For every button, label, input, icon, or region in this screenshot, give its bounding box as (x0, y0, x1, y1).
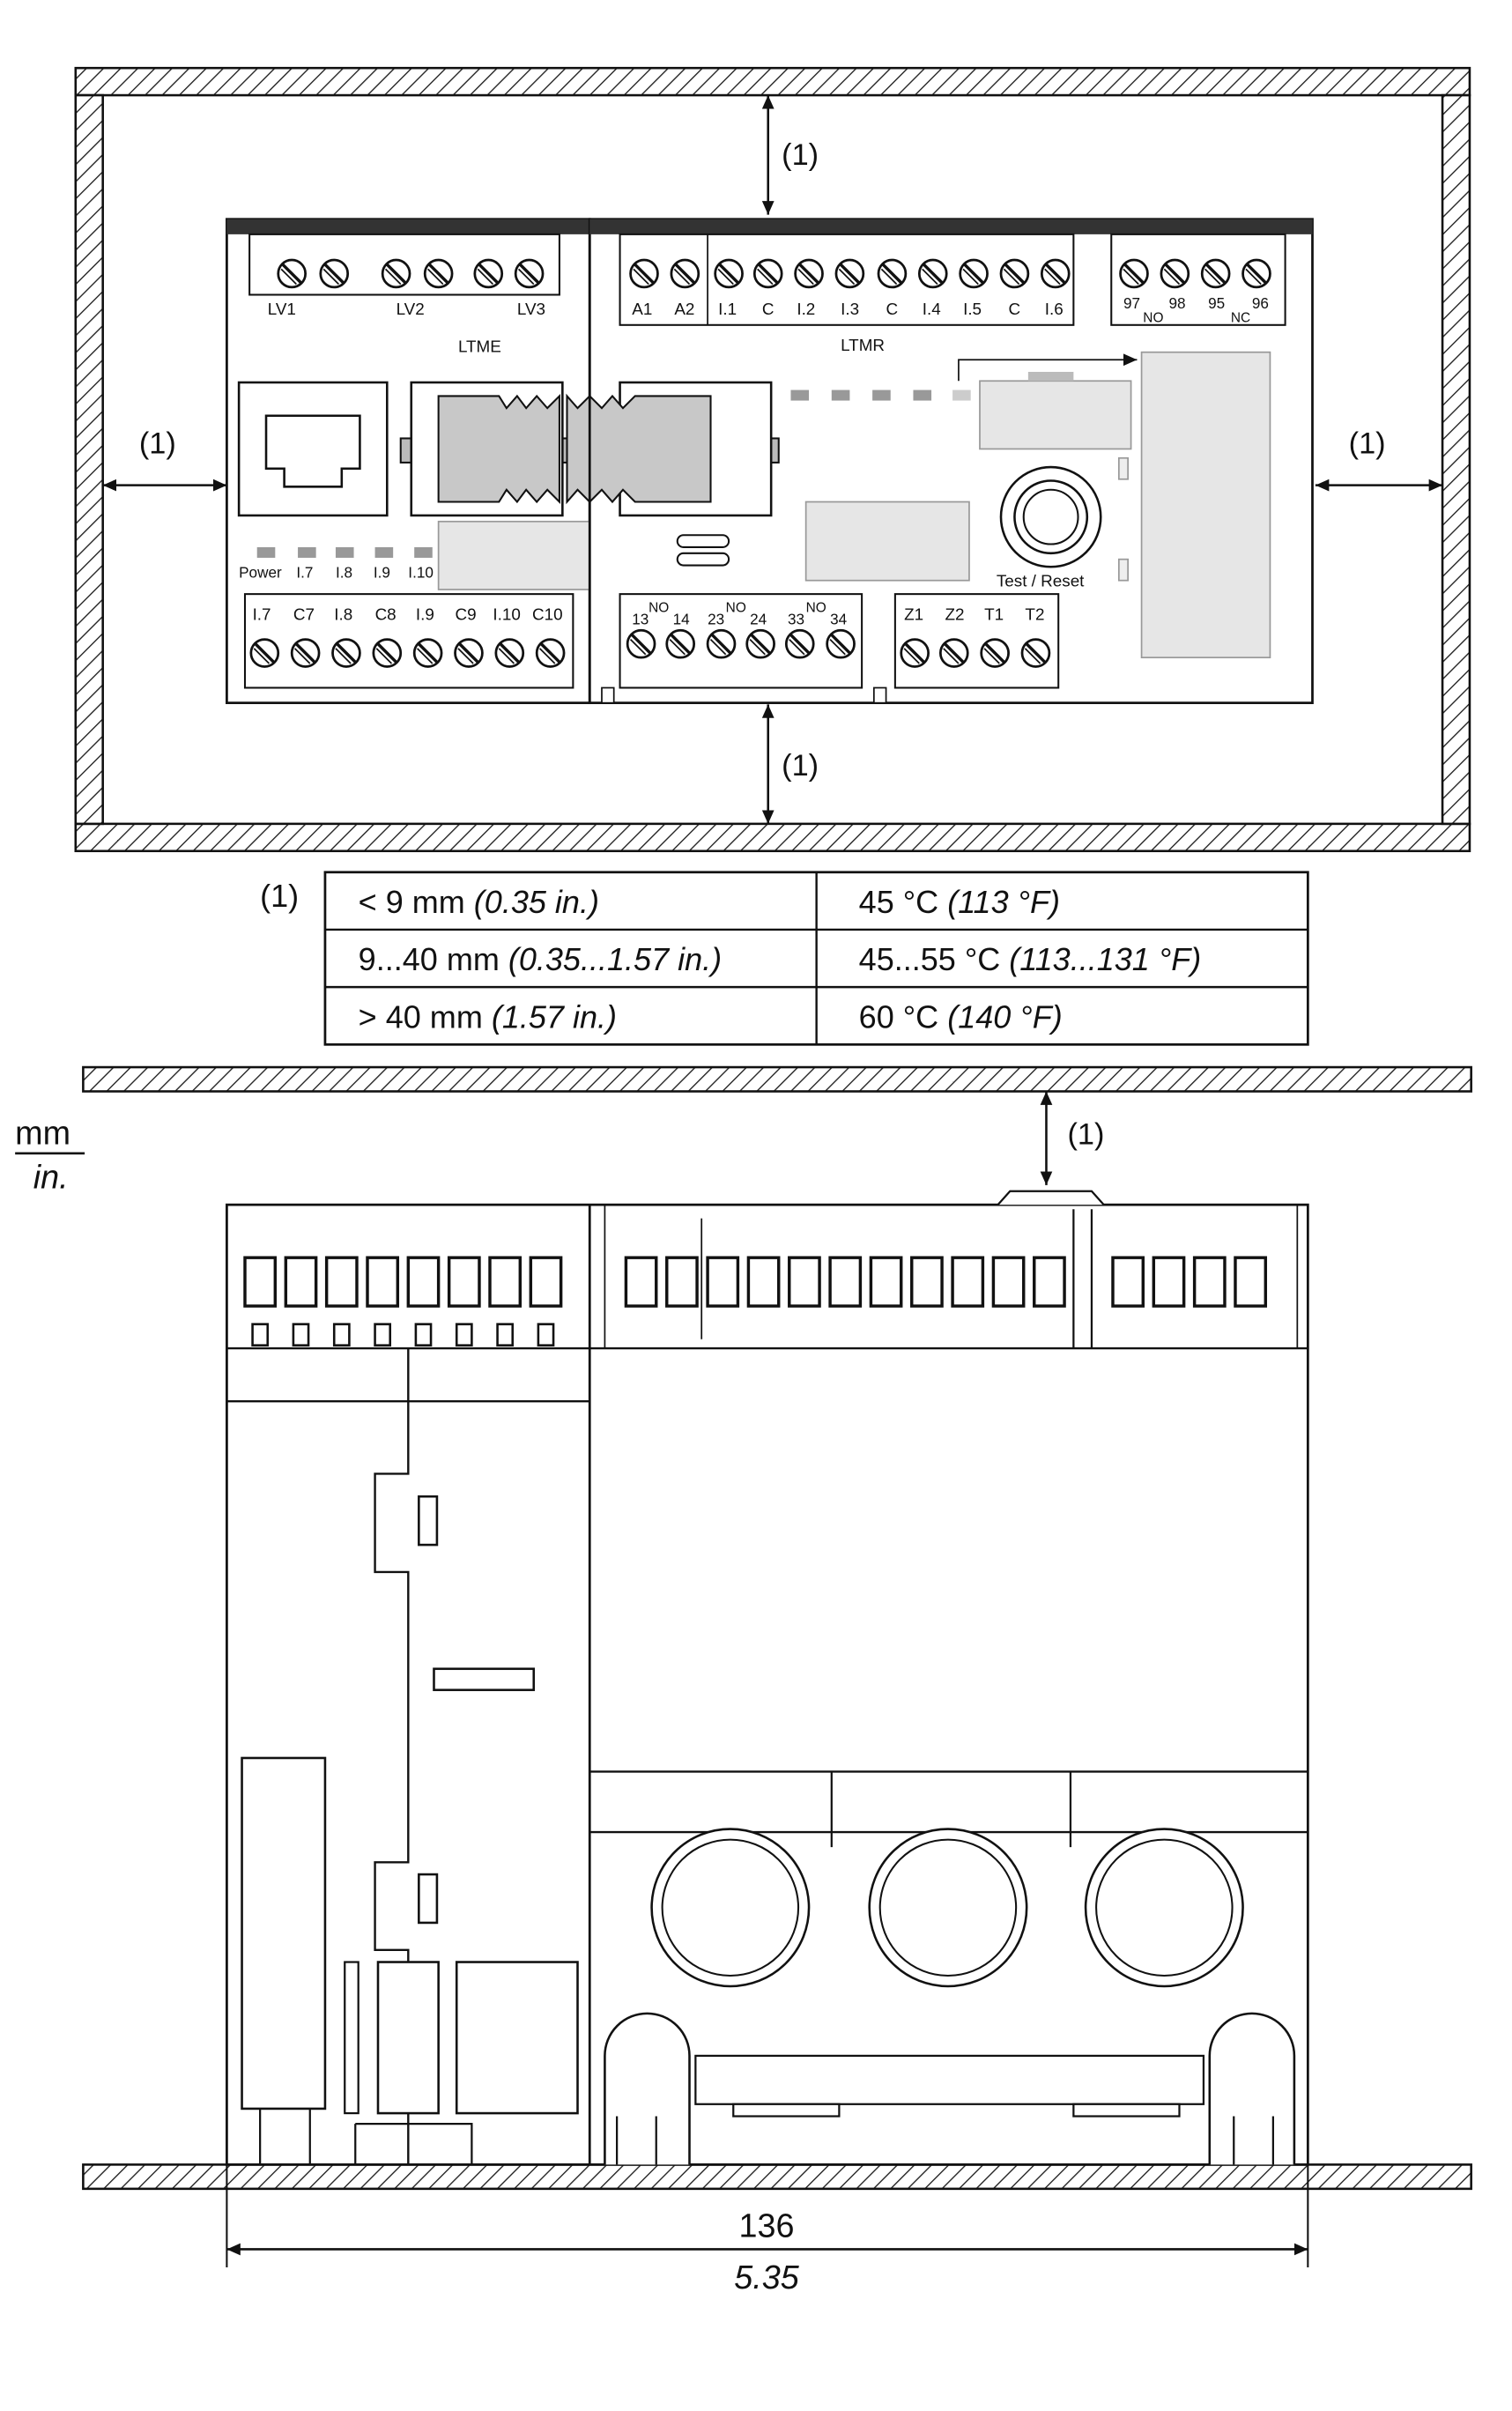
relay-label-nc: NC (1231, 310, 1250, 325)
relay-label-97: 97 (1123, 294, 1140, 312)
ct-window-3 (1084, 1828, 1244, 1988)
clearance-label-right: (1) (1349, 427, 1386, 461)
output-label-23: 23 (708, 610, 724, 627)
ltme-bottom-label: I.7 (253, 605, 271, 623)
unit-in: in. (33, 1158, 69, 1195)
clearance-table: (1) < 9 mm (0.35 in.) 45 °C (113 °F) 9..… (260, 871, 1309, 1046)
relay-label-98: 98 (1168, 294, 1185, 312)
table-note-marker: (1) (260, 878, 299, 914)
table-row-3-distance: > 40 mm (1.57 in.) (359, 998, 617, 1035)
ltmr-upper-label-area (979, 380, 1132, 450)
output-label-14: 14 (673, 610, 691, 627)
test-reset-button (999, 465, 1102, 568)
ltme-top-label-lv1: LV1 (268, 300, 296, 318)
output-label-no2: NO (726, 601, 746, 616)
ltmr-side-terminals (624, 1209, 1268, 1349)
clearance-label-top: (1) (782, 138, 819, 172)
output-label-no1: NO (649, 601, 669, 616)
upper-wall (82, 1065, 1472, 1093)
output-label-33: 33 (788, 610, 804, 627)
ct-window-1 (650, 1828, 811, 1988)
sensor-label-t2: T2 (1025, 605, 1044, 623)
table-row-1-distance: < 9 mm (0.35 in.) (359, 884, 599, 920)
ltme-led-i9: I.9 (374, 563, 390, 581)
ltmr-leds (790, 389, 971, 401)
ltmr-top-label: I.5 (963, 300, 982, 318)
ltme-bottom-label: C10 (532, 605, 563, 623)
unit-mm: mm (15, 1115, 70, 1152)
ltmr-top-label: C (762, 300, 775, 318)
ltmr-top-labels: A1 A2 I.1 C I.2 I.3 C I.4 I.5 C I.6 (632, 300, 1063, 318)
output-label-13: 13 (632, 610, 649, 627)
ltme-bottom-label: C9 (456, 605, 477, 623)
ltmr-top-label: C (886, 300, 899, 318)
relay-label-95: 95 (1208, 294, 1225, 312)
output-label-no3: NO (806, 601, 826, 616)
ltme-bottom-label: I.9 (416, 605, 434, 623)
enclosure-bottom-wall (74, 822, 1471, 853)
ltme-title: LTME (458, 338, 501, 356)
output-label-24: 24 (750, 610, 767, 627)
ltme-led-i8: I.8 (336, 563, 352, 581)
ltme-bottom-labels: I.7 C7 I.8 C8 I.9 C9 I.10 C10 (253, 605, 563, 623)
ltme-leds (256, 546, 433, 558)
relay-label-no: NO (1143, 310, 1163, 325)
ltmr-side-label-area (1140, 351, 1271, 659)
sensor-label-z1: Z1 (904, 605, 923, 623)
side-view: mm in. (1) (15, 1065, 1472, 2296)
table-row-3-temp: 60 °C (140 °F) (859, 998, 1063, 1035)
ltme-bottom-label: C7 (293, 605, 315, 623)
sensor-label-z2: Z2 (945, 605, 965, 623)
top-view: (1) (1) (1) (1) LV1 LV2 LV3 LTME (74, 66, 1471, 853)
ltmr-top-label: C (1009, 300, 1021, 318)
enclosure-left-wall (74, 93, 104, 826)
mounting-surface (82, 2163, 1472, 2191)
ltme-top-label-lv2: LV2 (397, 300, 425, 318)
width-in: 5.35 (734, 2259, 799, 2296)
relay-label-96: 96 (1252, 294, 1269, 312)
ltmr-top-label: A2 (674, 300, 694, 318)
clearance-label-bottom: (1) (782, 749, 819, 783)
width-mm: 136 (739, 2207, 795, 2244)
led-indicator-line (958, 353, 1138, 382)
ltmr-title: LTMR (841, 336, 885, 354)
ct-window-2 (868, 1828, 1028, 1988)
ltme-bottom-label: I.10 (493, 605, 520, 623)
test-reset-label: Test / Reset (997, 572, 1085, 590)
ltmr-top-label: I.4 (923, 300, 941, 318)
ltmr-output-terminal-block (619, 593, 863, 689)
ltmr-lower-label-area (804, 501, 970, 582)
enclosure-right-wall (1441, 93, 1471, 826)
ltme-bottom-label: C8 (375, 605, 397, 623)
ltme-bottom-label: I.8 (334, 605, 352, 623)
ltme-side-terminals (243, 1256, 563, 1346)
ltmr-top-label: I.2 (797, 300, 815, 318)
ltme-led-i7: I.7 (296, 563, 313, 581)
ltmr-top-label: I.1 (718, 300, 737, 318)
side-clearance-label: (1) (1067, 1118, 1104, 1152)
ltme-top-label-lv3: LV3 (517, 300, 545, 318)
clearance-label-left: (1) (139, 427, 176, 461)
ltme-label-area (437, 520, 591, 590)
table-row-1-temp: 45 °C (113 °F) (859, 884, 1060, 920)
table-row-2-distance: 9...40 mm (0.35...1.57 in.) (359, 941, 722, 977)
ltme-led-power: Power (239, 563, 282, 581)
ltmr-top-label: A1 (632, 300, 652, 318)
ltme-led-i10: I.10 (408, 563, 434, 581)
sensor-label-t1: T1 (984, 605, 1004, 623)
ltmr-top-label: I.3 (841, 300, 859, 318)
ltmr-top-screws (628, 258, 1071, 289)
table-row-2-temp: 45...55 °C (113...131 °F) (859, 941, 1202, 977)
ltmr-top-label: I.6 (1045, 300, 1064, 318)
output-label-34: 34 (830, 610, 848, 627)
ltmr-module: A1 A2 I.1 C I.2 I.3 C I.4 I.5 C I.6 LTMR… (588, 218, 1314, 705)
enclosure-top-wall (74, 66, 1471, 97)
